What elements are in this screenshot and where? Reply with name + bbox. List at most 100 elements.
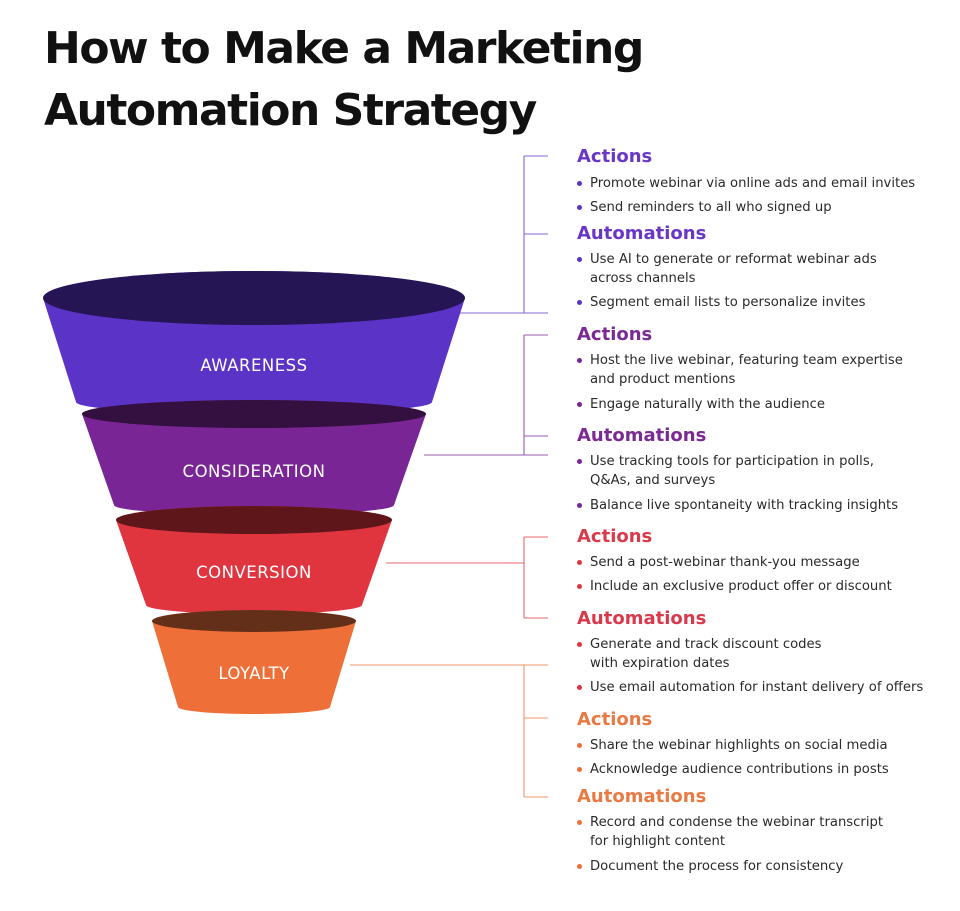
bullet-text-line: Use email automation for instant deliver… bbox=[590, 680, 924, 695]
bullet-text: Send a post-webinar thank-you message bbox=[590, 553, 860, 572]
bullet-text-line: Engage naturally with the audience bbox=[590, 397, 825, 412]
consideration-actions-heading: Actions bbox=[577, 324, 653, 345]
page-title-line-2: Automation Strategy bbox=[44, 85, 537, 136]
bullet-dot-icon bbox=[577, 459, 582, 464]
page-title: How to Make a Marketing Automation Strat… bbox=[44, 18, 644, 142]
connector-lines bbox=[350, 155, 548, 798]
bullet-text: Record and condense the webinar transcri… bbox=[590, 813, 883, 851]
bullet-text: Use email automation for instant deliver… bbox=[590, 678, 923, 697]
bullet-dot-icon bbox=[577, 560, 582, 565]
bullet-text-line: Document the process for consistency bbox=[590, 859, 844, 874]
bullet-dot-icon bbox=[577, 503, 582, 508]
funnel-band-rim-consideration bbox=[82, 400, 426, 428]
conversion-automations-item: Use email automation for instant deliver… bbox=[577, 678, 923, 697]
bullet-text: Use tracking tools for participation in … bbox=[590, 452, 874, 490]
bullet-text: Host the live webinar, featuring team ex… bbox=[590, 351, 903, 389]
bullet-dot-icon bbox=[577, 300, 582, 305]
bullet-dot-icon bbox=[577, 767, 582, 772]
consideration-automations-item: Balance live spontaneity with tracking i… bbox=[577, 496, 898, 515]
bullet-dot-icon bbox=[577, 864, 582, 869]
funnel-bands: AWARENESS CONSIDERATION CONVERSION LOYALTY bbox=[43, 271, 465, 714]
bullet-dot-icon bbox=[577, 642, 582, 647]
bullet-text: Acknowledge audience contributions in po… bbox=[590, 760, 889, 779]
bullet-text: Promote webinar via online ads and email… bbox=[590, 174, 915, 193]
connector-conversion bbox=[386, 536, 548, 619]
consideration-automations-item: Use tracking tools for participation in … bbox=[577, 452, 874, 490]
awareness-actions-heading: Actions bbox=[577, 146, 653, 167]
bullet-dot-icon bbox=[577, 181, 582, 186]
awareness-actions-item: Send reminders to all who signed up bbox=[577, 198, 832, 217]
funnel-band-consideration: CONSIDERATION bbox=[82, 400, 426, 515]
bullet-text-line: Generate and track discount codes bbox=[590, 637, 822, 652]
bullet-dot-icon bbox=[577, 358, 582, 363]
loyalty-automations-item: Document the process for consistency bbox=[577, 857, 843, 876]
funnel-label-awareness: AWARENESS bbox=[200, 356, 307, 375]
bullet-text-line: Send reminders to all who signed up bbox=[590, 200, 832, 215]
funnel-label-consideration: CONSIDERATION bbox=[183, 462, 326, 481]
consideration-automations-heading: Automations bbox=[577, 425, 707, 446]
bullet-text-line: Promote webinar via online ads and email… bbox=[590, 176, 916, 191]
bullet-text-line: Q&As, and surveys bbox=[590, 473, 716, 488]
bullet-text-line: Acknowledge audience contributions in po… bbox=[590, 762, 889, 777]
bullet-text-line: Use AI to generate or reformat webinar a… bbox=[590, 252, 877, 267]
awareness-automations-item: Use AI to generate or reformat webinar a… bbox=[577, 250, 877, 288]
conversion-automations-item: Generate and track discount codes with ex… bbox=[577, 635, 822, 673]
bullet-text-line: Send a post-webinar thank-you message bbox=[590, 555, 860, 570]
connector-loyalty bbox=[350, 664, 548, 798]
bullet-dot-icon bbox=[577, 257, 582, 262]
bullet-text-line: Include an exclusive product offer or di… bbox=[590, 579, 892, 594]
funnel-band-body-consideration bbox=[82, 400, 426, 515]
conversion-actions-item: Include an exclusive product offer or di… bbox=[577, 577, 892, 596]
loyalty-actions-item: Share the webinar highlights on social m… bbox=[577, 736, 888, 755]
loyalty-automations-item: Record and condense the webinar transcri… bbox=[577, 813, 883, 851]
funnel-band-awareness: AWARENESS bbox=[43, 271, 465, 414]
bullet-text-line: for highlight content bbox=[590, 834, 725, 849]
bullet-text-line: and product mentions bbox=[590, 372, 736, 387]
bullet-text: Send reminders to all who signed up bbox=[590, 198, 832, 217]
awareness-automations-heading: Automations bbox=[577, 223, 707, 244]
funnel-band-loyalty: LOYALTY bbox=[152, 610, 356, 714]
funnel-label-loyalty: LOYALTY bbox=[218, 664, 290, 683]
bullet-text: Balance live spontaneity with tracking i… bbox=[590, 496, 898, 515]
bullet-dot-icon bbox=[577, 584, 582, 589]
funnel-label-conversion: CONVERSION bbox=[196, 563, 312, 582]
consideration-actions-item: Host the live webinar, featuring team ex… bbox=[577, 351, 903, 389]
bullet-text: Document the process for consistency bbox=[590, 857, 843, 876]
connector-awareness bbox=[456, 155, 548, 314]
bullet-dot-icon bbox=[577, 820, 582, 825]
bullet-text-line: with expiration dates bbox=[590, 656, 730, 671]
bullet-dot-icon bbox=[577, 402, 582, 407]
bullet-dot-icon bbox=[577, 685, 582, 690]
loyalty-actions-heading: Actions bbox=[577, 709, 653, 730]
page-title-line-1: How to Make a Marketing bbox=[44, 23, 644, 74]
bullet-text-line: Host the live webinar, featuring team ex… bbox=[590, 353, 903, 368]
funnel-band-rim-conversion bbox=[116, 506, 392, 534]
funnel-band-rim-awareness bbox=[43, 271, 465, 325]
awareness-automations-item: Segment email lists to personalize invit… bbox=[577, 293, 865, 312]
connector-consideration bbox=[424, 334, 548, 456]
bullet-dot-icon bbox=[577, 743, 582, 748]
conversion-actions-item: Send a post-webinar thank-you message bbox=[577, 553, 860, 572]
loyalty-actions-item: Acknowledge audience contributions in po… bbox=[577, 760, 889, 779]
conversion-automations-heading: Automations bbox=[577, 608, 707, 629]
loyalty-automations-heading: Automations bbox=[577, 786, 707, 807]
consideration-actions-item: Engage naturally with the audience bbox=[577, 395, 825, 414]
bullet-text-line: Balance live spontaneity with tracking i… bbox=[590, 498, 899, 513]
bullet-text-line: Record and condense the webinar transcri… bbox=[590, 815, 884, 830]
bullet-text-line: Segment email lists to personalize invit… bbox=[590, 295, 866, 310]
funnel-band-conversion: CONVERSION bbox=[116, 506, 392, 614]
funnel-band-body-loyalty bbox=[152, 610, 356, 714]
bullet-text: Use AI to generate or reformat webinar a… bbox=[590, 250, 877, 288]
bullet-text-line: Share the webinar highlights on social m… bbox=[590, 738, 888, 753]
bullet-dot-icon bbox=[577, 205, 582, 210]
funnel-band-body-conversion bbox=[116, 506, 392, 614]
bullet-text: Segment email lists to personalize invit… bbox=[590, 293, 865, 312]
bullet-text: Include an exclusive product offer or di… bbox=[590, 577, 892, 596]
bullet-text: Engage naturally with the audience bbox=[590, 395, 825, 414]
funnel-band-rim-loyalty bbox=[152, 610, 356, 632]
bullet-text: Share the webinar highlights on social m… bbox=[590, 736, 888, 755]
conversion-actions-heading: Actions bbox=[577, 526, 653, 547]
bullet-text-line: Use tracking tools for participation in … bbox=[590, 454, 874, 469]
bullet-text: Generate and track discount codes with ex… bbox=[590, 635, 822, 673]
